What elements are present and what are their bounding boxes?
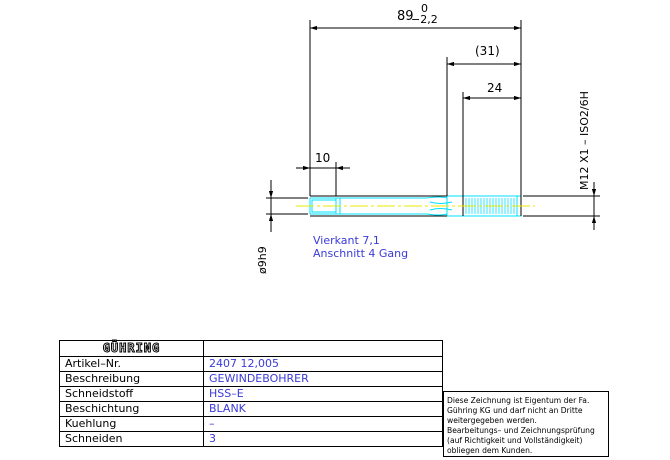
row-key: Beschichtung: [59, 401, 204, 417]
logo-cell: GÜHRING: [59, 340, 204, 357]
row-value: HSS–E: [203, 386, 443, 402]
row-key: Kuehlung: [59, 416, 204, 432]
title-block: GÜHRING Artikel–Nr. 2407 12,005 Beschrei…: [59, 340, 443, 447]
disclaimer-line: Bearbeitungs– und Zeichnungsprüfung: [447, 426, 595, 435]
overall-tol-upper: 0: [421, 2, 428, 15]
table-row: Beschichtung BLANK: [59, 401, 443, 417]
row-key: Schneiden: [59, 431, 204, 447]
row-key: Beschreibung: [59, 371, 204, 387]
row-value: 2407 12,005: [203, 356, 443, 372]
row-value: BLANK: [203, 401, 443, 417]
logo-spacer: [203, 340, 443, 357]
guehring-logo: GÜHRING: [102, 341, 161, 356]
overall-tol-lower: −2,2: [411, 13, 438, 26]
disclaimer-line: obliegen dem Kunden.: [447, 446, 533, 455]
note-square-size: Vierkant 7,1: [313, 234, 380, 247]
row-key: Schneidstoff: [59, 386, 204, 402]
row-key: Artikel–Nr.: [59, 356, 204, 372]
dimension-lines: [266, 20, 600, 232]
disclaimer-line: Gühring KG und darf nicht an Dritte: [447, 406, 583, 415]
logo-row: GÜHRING: [59, 340, 443, 357]
note-chamfer: Anschnitt 4 Gang: [313, 247, 408, 260]
square-length-value: 10: [315, 151, 330, 165]
table-row: Artikel–Nr. 2407 12,005: [59, 356, 443, 372]
disclaimer-line: weitergegeben werden.: [447, 416, 537, 425]
row-value: –: [203, 416, 443, 432]
disclaimer-line: (auf Richtigkeit und Vollständigkeit): [447, 436, 583, 445]
row-value: GEWINDEBOHRER: [203, 371, 443, 387]
thread-length-value: 24: [487, 81, 502, 95]
title-block-table: GÜHRING Artikel–Nr. 2407 12,005 Beschrei…: [59, 340, 443, 447]
thread-designation-label: M12 X1 – ISO2/6H: [578, 91, 591, 190]
table-row: Beschreibung GEWINDEBOHRER: [59, 371, 443, 387]
table-row: Kuehlung –: [59, 416, 443, 432]
row-value: 3: [203, 431, 443, 447]
disclaimer-line: Diese Zeichnung ist Eigentum der Fa.: [447, 396, 590, 405]
table-row: Schneidstoff HSS–E: [59, 386, 443, 402]
ownership-disclaimer: Diese Zeichnung ist Eigentum der Fa. Güh…: [443, 391, 609, 457]
table-row: Schneiden 3: [59, 431, 443, 447]
overall-length-value: 89: [397, 9, 414, 24]
thread-length-ref: (31): [475, 44, 500, 58]
shank-diameter-label: ø9h9: [256, 246, 269, 274]
